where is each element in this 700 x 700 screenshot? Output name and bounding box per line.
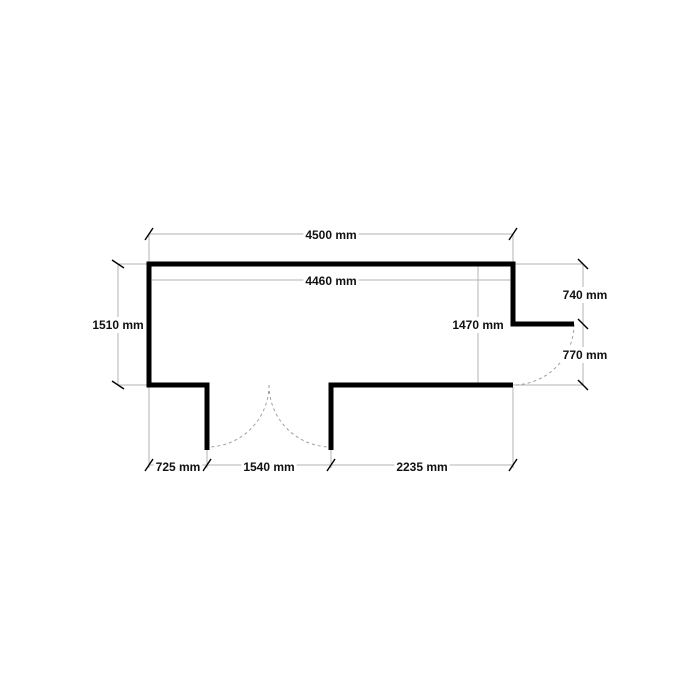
wall-right-bottom [328, 382, 513, 450]
label-inner-depth: 1470 mm [452, 318, 503, 332]
door-swing-left [206, 384, 270, 448]
label-background [153, 459, 203, 475]
tick-mark [508, 227, 518, 241]
walls [146, 261, 574, 450]
label-bottom-right: 2235 mm [396, 460, 447, 474]
label-overall-depth: 1510 mm [92, 318, 143, 332]
label-bottom-door: 1540 mm [243, 460, 294, 474]
label-overall-width: 4500 mm [305, 228, 356, 242]
label-background [560, 287, 610, 303]
label-background [303, 273, 359, 289]
wall-main [146, 261, 574, 450]
label-right-upper: 740 mm [563, 288, 608, 302]
label-background [90, 317, 146, 333]
tick-mark [144, 458, 154, 472]
tick-mark [577, 379, 589, 391]
label-background [394, 459, 450, 475]
tick-mark [144, 227, 154, 241]
tick-mark [202, 458, 212, 472]
tick-mark [111, 259, 125, 269]
door-swing-right [268, 384, 332, 448]
tick-mark [508, 458, 518, 472]
tick-mark [111, 380, 125, 390]
label-bottom-left: 725 mm [156, 460, 201, 474]
tick-mark [326, 458, 336, 472]
dimension-labels: 4500 mm 4460 mm 1510 mm 1470 mm 740 mm 7… [90, 227, 610, 475]
door-swings [206, 323, 575, 448]
label-right-lower: 770 mm [563, 348, 608, 362]
label-background [560, 347, 610, 363]
dimension-ticks [111, 227, 589, 472]
label-background [241, 459, 297, 475]
label-inner-width: 4460 mm [305, 274, 356, 288]
tick-mark [577, 318, 589, 330]
label-background [450, 317, 506, 333]
label-background [303, 227, 359, 243]
tick-mark [577, 258, 589, 270]
